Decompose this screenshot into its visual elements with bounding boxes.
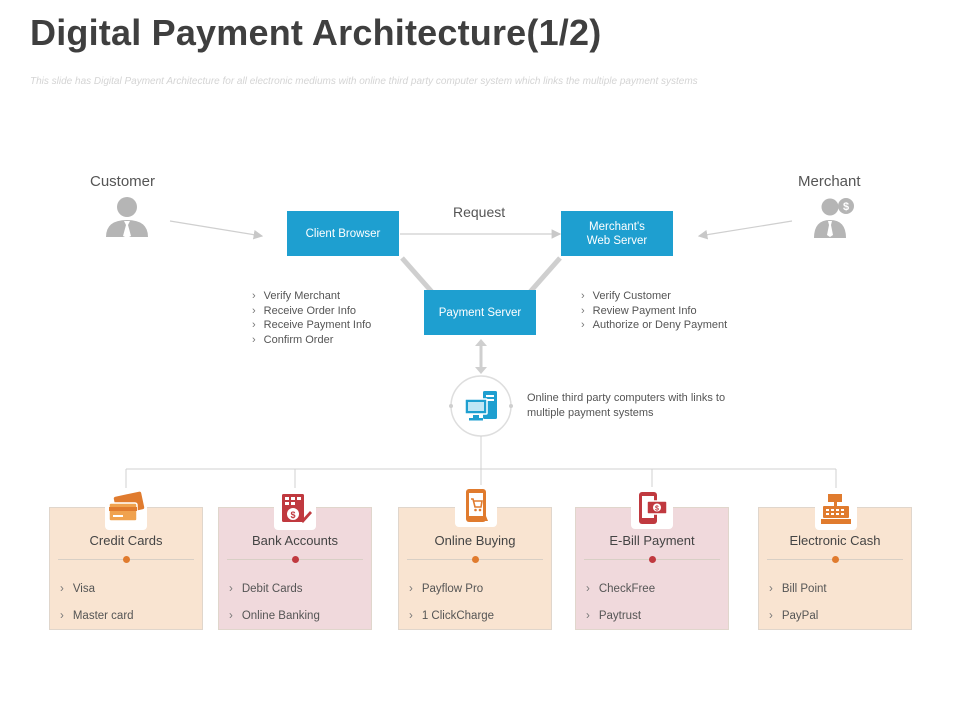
customer-label: Customer <box>90 173 156 190</box>
card-title: Credit Cards <box>89 533 163 548</box>
merchant-server-line2: Web Server <box>586 234 648 247</box>
merchant-label: Merchant <box>798 173 861 190</box>
card-items: Debit Cards Online Banking <box>229 576 320 630</box>
browser-payment-link <box>400 256 434 294</box>
hub-note: Online third party computers with links … <box>527 392 726 419</box>
merchant-web-server-box: Merchant's Web Server <box>561 211 673 256</box>
list-item: PayPal <box>769 603 827 630</box>
list-item: Review Payment Info <box>581 304 727 319</box>
client-browser-label: Client Browser <box>305 227 381 240</box>
customer-icon <box>106 197 148 238</box>
merchant-verification-list: Verify Merchant Receive Order Info Recei… <box>252 289 372 348</box>
list-item: Debit Cards <box>229 576 320 603</box>
card-items: Visa Master card <box>60 576 134 630</box>
merchant-to-server-arrow <box>697 220 793 240</box>
card-items: Bill Point PayPal <box>769 576 827 630</box>
list-item: CheckFree <box>586 576 655 603</box>
list-item: Payflow Pro <box>409 576 494 603</box>
customer-to-browser-arrow <box>169 220 264 240</box>
list-item: Authorize or Deny Payment <box>581 318 728 333</box>
list-item: Master card <box>60 603 134 630</box>
computer-icon <box>464 391 497 421</box>
mobile-bill-icon: $ <box>631 487 673 529</box>
list-item: Verify Merchant <box>252 289 371 304</box>
card-items: Payflow Pro 1 ClickCharge <box>409 576 494 630</box>
svg-text:$: $ <box>655 506 659 513</box>
card-items: CheckFree Paytrust <box>586 576 655 630</box>
customer-verification-list: Verify Customer Review Payment Info Auth… <box>581 289 728 333</box>
merchant-server-line1: Merchant's <box>589 220 645 233</box>
list-item: Visa <box>60 576 134 603</box>
list-item: Paytrust <box>586 603 655 630</box>
list-item: 1 ClickCharge <box>409 603 494 630</box>
e-bill-payment-card: E-Bill Payment CheckFree Paytrust <box>575 507 729 630</box>
card-title: Bank Accounts <box>252 533 338 548</box>
slide-title: Digital Payment Architecture(1/2) <box>30 12 602 53</box>
bank-accounts-card: Bank Accounts Debit Cards Online Banking <box>218 507 372 630</box>
cash-register-icon <box>815 488 857 530</box>
list-item: Verify Customer <box>581 289 727 304</box>
card-title: Online Buying <box>434 533 516 548</box>
payment-server-box: Payment Server <box>424 290 536 335</box>
card-title: Electronic Cash <box>789 533 881 548</box>
request-label: Request <box>453 204 506 220</box>
payment-server-label: Payment Server <box>438 306 522 319</box>
merchant-icon: $ <box>814 198 854 238</box>
list-item: Receive Order Info <box>252 304 371 319</box>
online-buying-card: Online Buying Payflow Pro 1 ClickCharge <box>398 507 552 630</box>
list-item: Bill Point <box>769 576 827 603</box>
client-browser-box: Client Browser <box>287 211 399 256</box>
slide-subtitle: This slide has Digital Payment Architect… <box>30 76 698 87</box>
list-item: Confirm Order <box>252 333 371 348</box>
svg-text:$: $ <box>290 510 295 520</box>
merchant-payment-link <box>528 256 562 294</box>
list-item: Receive Payment Info <box>252 318 372 333</box>
credit-card-icon <box>105 488 147 530</box>
bank-statement-icon: $ <box>274 488 316 530</box>
list-item: Online Banking <box>229 603 320 630</box>
shopping-phone-icon <box>455 485 497 527</box>
svg-text:$: $ <box>843 201 849 213</box>
card-title: E-Bill Payment <box>609 533 695 548</box>
